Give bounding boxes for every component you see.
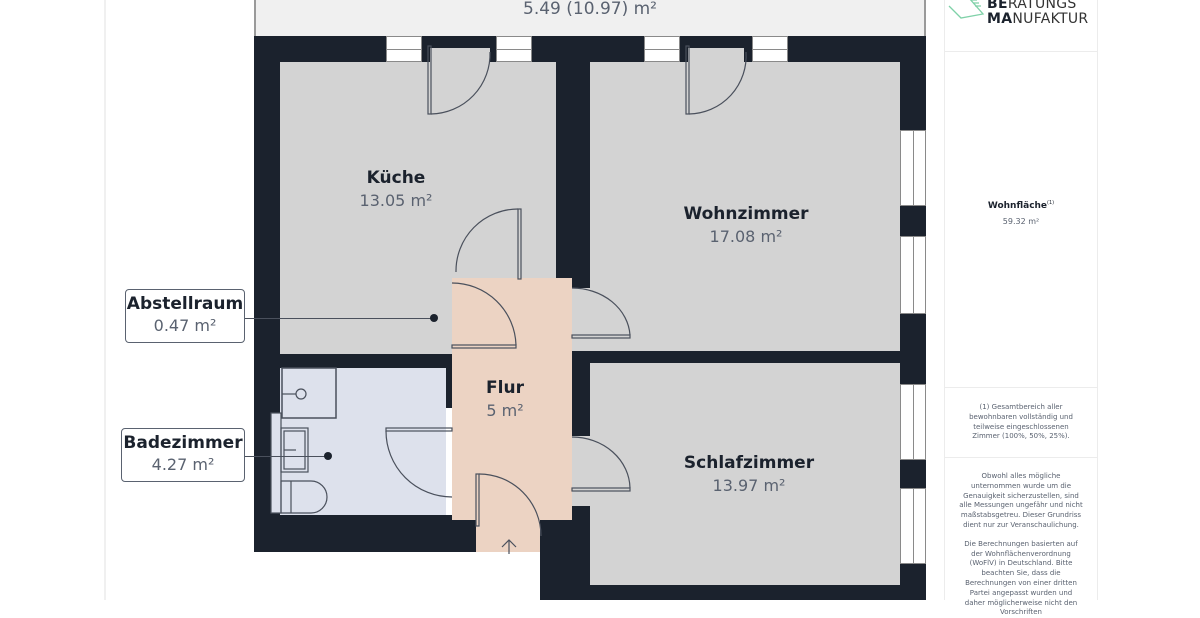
callout-badezimmer: Badezimmer 4.27 m² <box>121 428 245 482</box>
room-name: Wohnzimmer <box>683 204 809 224</box>
window <box>496 36 532 62</box>
logo-icon <box>948 0 985 19</box>
logo-section: BERATUNGS MANUFAKTUR <box>945 0 1097 52</box>
window <box>752 36 788 62</box>
room-name: Badezimmer <box>123 433 243 453</box>
logo-rest-2: NUFAKTUR <box>1012 11 1089 27</box>
balcony-area: 5.49 (10.97) m² <box>523 0 657 19</box>
room-flur-entry <box>476 500 540 552</box>
logo-bold-1: BE <box>987 0 1008 12</box>
wohnflaeche-title: Wohnfläche(1) <box>987 200 1055 211</box>
window <box>386 36 422 62</box>
window <box>644 36 680 62</box>
floorplan-page <box>104 0 946 600</box>
window <box>900 130 926 206</box>
balcony-door-opening <box>688 48 744 62</box>
room-area: 13.97 m² <box>712 476 786 495</box>
room-name: Flur <box>486 378 524 398</box>
wohnflaeche-section: Wohnfläche(1) 59.32 m² <box>945 52 1097 388</box>
room-area: 0.47 m² <box>153 316 217 335</box>
logo-bold-2: MA <box>987 11 1013 27</box>
room-name: Schlafzimmer <box>683 453 815 473</box>
room-kueche-extension <box>456 232 520 278</box>
room-schlafzimmer <box>590 363 900 585</box>
dot-abstellraum <box>430 314 438 322</box>
window <box>900 384 926 460</box>
room-area: 4.27 m² <box>151 455 215 474</box>
logo-wordmark: BERATUNGS MANUFAKTUR <box>987 0 1088 27</box>
balcony-door-opening <box>430 48 490 62</box>
room-area: 5 m² <box>486 401 524 420</box>
info-sidebar: BERATUNGS MANUFAKTUR Wohnfläche(1) 59.32… <box>944 0 1098 616</box>
disclaimer-text-2: Die Berechnungen basierten auf der Wohnf… <box>964 539 1078 617</box>
disclaimer-text-1: Obwohl alles mögliche unternommen wurde … <box>959 472 1083 529</box>
doors-and-fixtures <box>270 45 747 554</box>
label-schlafzimmer: Schlafzimmer 13.97 m² <box>684 453 814 495</box>
footnote-text: (1) Gesamtbereich aller bewohnbaren voll… <box>969 403 1073 441</box>
disclaimer-section: Obwohl alles mögliche unternommen wurde … <box>945 458 1097 616</box>
room-area: 13.05 m² <box>359 191 433 210</box>
window <box>900 488 926 564</box>
callout-abstellraum: Abstellraum 0.47 m² <box>125 289 245 343</box>
wohnflaeche-value: 59.32 m² <box>1002 217 1040 226</box>
logo-rest-1: RATUNGS <box>1007 0 1077 12</box>
label-flur: Flur 5 m² <box>486 378 524 420</box>
room-badezimmer-top <box>280 368 386 408</box>
footnote-mark: (1) <box>1047 200 1055 206</box>
room-area: 17.08 m² <box>709 227 783 246</box>
room-flur <box>452 278 572 520</box>
label-wohnzimmer: Wohnzimmer 17.08 m² <box>683 204 808 246</box>
wall-bottom-left <box>254 515 476 552</box>
wall-living-bedroom <box>570 351 926 363</box>
leader-abstellraum <box>244 318 434 319</box>
leader-badezimmer <box>244 456 328 457</box>
room-wohnzimmer <box>590 62 900 351</box>
room-name: Abstellraum <box>126 294 244 314</box>
window <box>900 236 926 314</box>
footnote-section: (1) Gesamtbereich aller bewohnbaren voll… <box>945 388 1097 458</box>
room-name: Küche <box>366 168 426 188</box>
dot-badezimmer <box>324 452 332 460</box>
balcony: 5.49 (10.97) m² <box>254 0 926 36</box>
label-kueche: Küche 13.05 m² <box>360 168 433 210</box>
